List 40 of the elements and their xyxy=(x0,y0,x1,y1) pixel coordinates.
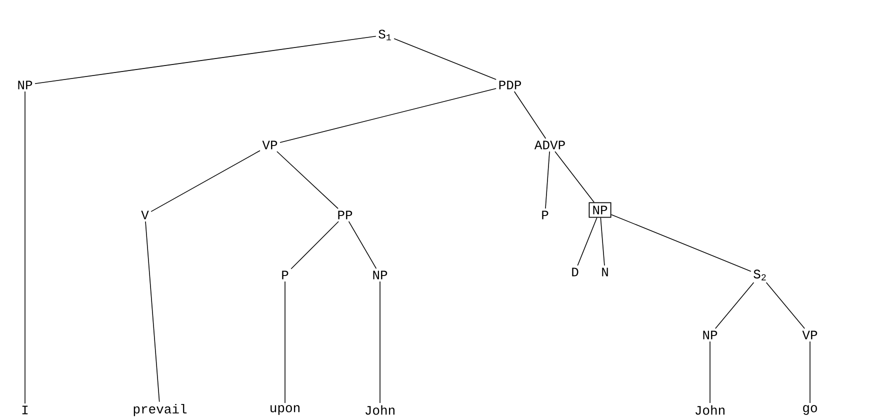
word-label: D xyxy=(572,268,578,276)
tree-branch xyxy=(284,281,286,404)
tree-branch xyxy=(545,151,550,209)
tree-branch xyxy=(348,221,377,269)
tree-branch xyxy=(280,88,496,143)
tree-branch xyxy=(290,221,339,270)
word-label: John xyxy=(696,405,724,415)
category-label: NP xyxy=(373,270,388,280)
tree-branch xyxy=(514,91,546,139)
category-label: V xyxy=(141,210,149,220)
category-label: P xyxy=(282,270,288,280)
word-label: John xyxy=(366,405,394,415)
boxed-category-label: NP xyxy=(588,202,612,218)
word-label: N xyxy=(602,268,608,276)
tree-branch xyxy=(24,91,26,404)
tree-branch xyxy=(554,151,594,203)
tree-branch xyxy=(600,217,605,266)
category-label: ADVP xyxy=(534,140,565,150)
tree-branch xyxy=(766,282,806,329)
category-label: NP xyxy=(18,80,32,90)
tree-branch xyxy=(394,38,496,80)
tree-branch xyxy=(34,36,376,84)
category-label: VP xyxy=(802,330,818,340)
tree-branch xyxy=(276,151,338,209)
category-label: S$_{1}$ xyxy=(378,30,391,40)
word-label: I xyxy=(22,406,28,414)
word-label: go xyxy=(803,405,817,415)
word-label: prevail xyxy=(134,404,187,416)
tree-branch xyxy=(715,282,754,329)
category-label: NP xyxy=(703,330,718,340)
tree-branch xyxy=(610,214,752,272)
category-label: S$_{2}$ xyxy=(754,270,766,280)
category-label: VP xyxy=(262,140,278,150)
tree-branch xyxy=(145,221,160,402)
tree-branch xyxy=(577,217,598,266)
word-label: upon xyxy=(270,405,300,415)
category-label: PDP xyxy=(499,80,521,90)
word-label: P xyxy=(542,210,548,220)
tree-branch xyxy=(150,150,260,212)
category-label: PP xyxy=(338,210,352,220)
